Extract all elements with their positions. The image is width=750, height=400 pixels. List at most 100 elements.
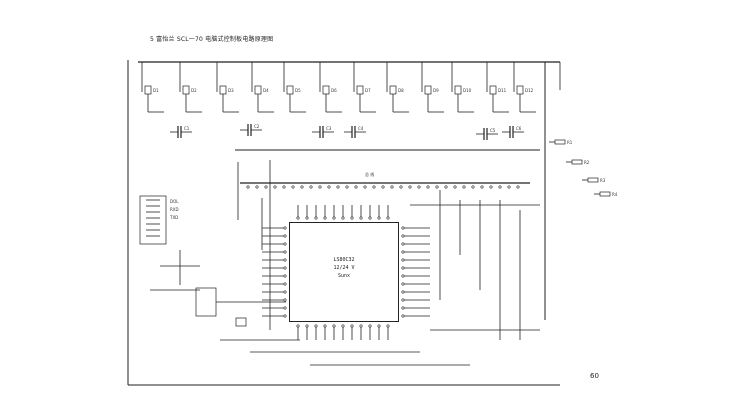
- chip-pin-right: [401, 226, 405, 230]
- capacitor-label: C5: [490, 128, 496, 133]
- bus-connector: [381, 185, 385, 189]
- microcontroller-chip: LS80C32 12/24 V Sunx: [289, 222, 399, 322]
- chip-pin-left: [283, 282, 287, 286]
- capacitor-label: C1: [184, 126, 190, 131]
- diode-label: D4: [263, 88, 269, 93]
- resistor-label: R4: [612, 192, 618, 197]
- page-number: 60: [590, 372, 599, 380]
- chip-pin-bottom: [359, 324, 363, 328]
- diode-symbol: [144, 85, 152, 95]
- chip-label-maker: Sunx: [337, 273, 351, 279]
- bus-connector: [291, 185, 295, 189]
- chip-pin-bottom: [314, 324, 318, 328]
- chip-pin-left: [283, 266, 287, 270]
- diode-label: D11: [498, 88, 507, 93]
- chip-pin-bottom: [386, 324, 390, 328]
- chip-pin-bottom: [323, 324, 327, 328]
- chip-pin-right: [401, 250, 405, 254]
- chip-pin-top: [386, 216, 390, 220]
- chip-pin-right: [401, 306, 405, 310]
- chip-label-voltage: 12/24 V: [333, 265, 355, 271]
- bus-connector: [408, 185, 412, 189]
- chip-pin-top: [323, 216, 327, 220]
- bus-connector: [354, 185, 358, 189]
- bus-connector: [390, 185, 394, 189]
- chip-pin-left: [283, 290, 287, 294]
- diode-symbol: [254, 85, 262, 95]
- diode-label: D5: [295, 88, 301, 93]
- chip-pin-top: [305, 216, 309, 220]
- chip-pin-right: [401, 258, 405, 262]
- chip-pin-right: [401, 298, 405, 302]
- chip-pin-bottom: [341, 324, 345, 328]
- bus-connector: [417, 185, 421, 189]
- chip-pin-left: [283, 250, 287, 254]
- bus-label: 总 线: [365, 171, 374, 177]
- chip-pin-left: [283, 258, 287, 262]
- left-block-label: DOL: [170, 199, 179, 204]
- bus-connector: [273, 185, 277, 189]
- regulator-block: [195, 287, 217, 317]
- chip-pin-right: [401, 274, 405, 278]
- chip-pin-left: [283, 298, 287, 302]
- diode-symbol: [424, 85, 432, 95]
- chip-pin-top: [314, 216, 318, 220]
- diode-label: D12: [525, 88, 534, 93]
- diode-label: D1: [153, 88, 159, 93]
- resistor-symbol: [554, 139, 566, 145]
- left-block-label: TXD: [169, 215, 178, 220]
- bus-connector: [516, 185, 520, 189]
- resistor-label: R2: [584, 160, 590, 165]
- bus-connector: [246, 185, 250, 189]
- bus-connector: [399, 185, 403, 189]
- bus-connector: [480, 185, 484, 189]
- chip-pin-right: [401, 314, 405, 318]
- bus-connector: [498, 185, 502, 189]
- bus-connector: [318, 185, 322, 189]
- bus-connector: [264, 185, 268, 189]
- bus-connector: [300, 185, 304, 189]
- chip-pin-bottom: [350, 324, 354, 328]
- capacitor-label: C3: [326, 126, 332, 131]
- chip-pin-top: [359, 216, 363, 220]
- chip-pin-bottom: [305, 324, 309, 328]
- resistor-symbol: [587, 177, 599, 183]
- figure-caption: 5 富怡兰 SCL一70 电脑式控制板电路原理图: [150, 36, 274, 43]
- capacitor-label: C6: [516, 126, 522, 131]
- chip-pin-left: [283, 234, 287, 238]
- bus-connector: [453, 185, 457, 189]
- diode-symbol: [322, 85, 330, 95]
- chip-pin-left: [283, 306, 287, 310]
- bus-connector: [309, 185, 313, 189]
- bus-connector: [282, 185, 286, 189]
- diode-label: D3: [228, 88, 234, 93]
- crystal-symbol: [235, 317, 247, 327]
- bus-connector: [426, 185, 430, 189]
- chip-pin-bottom: [377, 324, 381, 328]
- chip-pin-left: [283, 274, 287, 278]
- diode-symbol: [182, 85, 190, 95]
- diode-label: D8: [398, 88, 404, 93]
- resistor-symbol: [599, 191, 611, 197]
- diode-symbol: [489, 85, 497, 95]
- diode-symbol: [454, 85, 462, 95]
- bus-connector: [462, 185, 466, 189]
- chip-pin-right: [401, 242, 405, 246]
- chip-pin-top: [296, 216, 300, 220]
- bus-connector: [336, 185, 340, 189]
- chip-pin-left: [283, 314, 287, 318]
- bus-connector: [471, 185, 475, 189]
- bus-connector: [327, 185, 331, 189]
- resistor-label: R3: [600, 178, 606, 183]
- bus-connector: [507, 185, 511, 189]
- chip-pin-bottom: [368, 324, 372, 328]
- chip-pin-left: [283, 242, 287, 246]
- bus-connector: [372, 185, 376, 189]
- bus-connector: [489, 185, 493, 189]
- diode-symbol: [356, 85, 364, 95]
- chip-pin-top: [377, 216, 381, 220]
- resistor-label: R1: [567, 140, 573, 145]
- diode-symbol: [389, 85, 397, 95]
- diode-symbol: [286, 85, 294, 95]
